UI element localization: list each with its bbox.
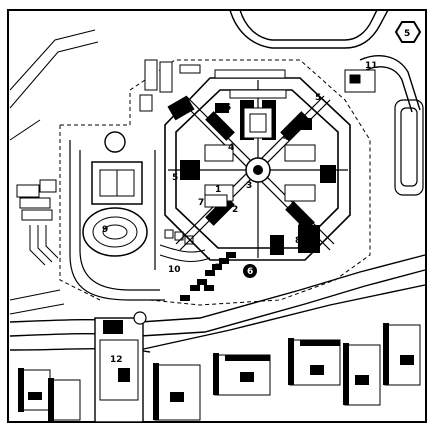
campus-boundary — [59, 59, 371, 306]
label-12: 12 — [110, 355, 123, 365]
label-4-b: 4 — [283, 133, 289, 143]
lower-residential — [18, 323, 421, 422]
label-11: 11 — [365, 61, 378, 71]
label-5-a: 5 — [225, 103, 231, 113]
courtyard-buildings — [204, 89, 316, 208]
right-sports-field — [394, 99, 424, 196]
label-7: 7 — [198, 198, 204, 208]
block-10-area — [159, 229, 211, 262]
label-2: 2 — [232, 205, 238, 215]
label-1: 1 — [215, 185, 221, 195]
label-4-a: 4 — [228, 143, 234, 153]
h-shaped-blocks — [28, 355, 414, 402]
label-5-b: 5 — [315, 93, 321, 103]
top-blocks — [139, 59, 286, 112]
round-pavilion — [104, 131, 126, 153]
label-3: 3 — [246, 181, 252, 191]
left-stepped-blocks — [16, 179, 57, 221]
left-edge-roads — [9, 29, 99, 315]
label-6-a: 6 — [320, 168, 326, 178]
left-staircase-lines — [29, 225, 59, 266]
label-9: 9 — [102, 225, 108, 235]
stadium — [82, 161, 148, 257]
label-10: 10 — [168, 265, 181, 275]
block-11 — [344, 69, 376, 93]
terraced-blocks — [180, 252, 236, 301]
hexagon-landmark — [394, 21, 422, 43]
label-5-c: 5 — [172, 173, 178, 183]
label-6-c-dup: 6 — [247, 267, 253, 277]
label-5-top: 5 — [404, 29, 410, 39]
block-12 — [94, 311, 147, 423]
stadium-ring-roads — [69, 140, 165, 301]
plan-frame — [7, 9, 427, 423]
top-right-road — [229, 9, 421, 113]
label-8-a: 8 — [295, 236, 301, 246]
label-6-b: 6 — [298, 221, 304, 231]
